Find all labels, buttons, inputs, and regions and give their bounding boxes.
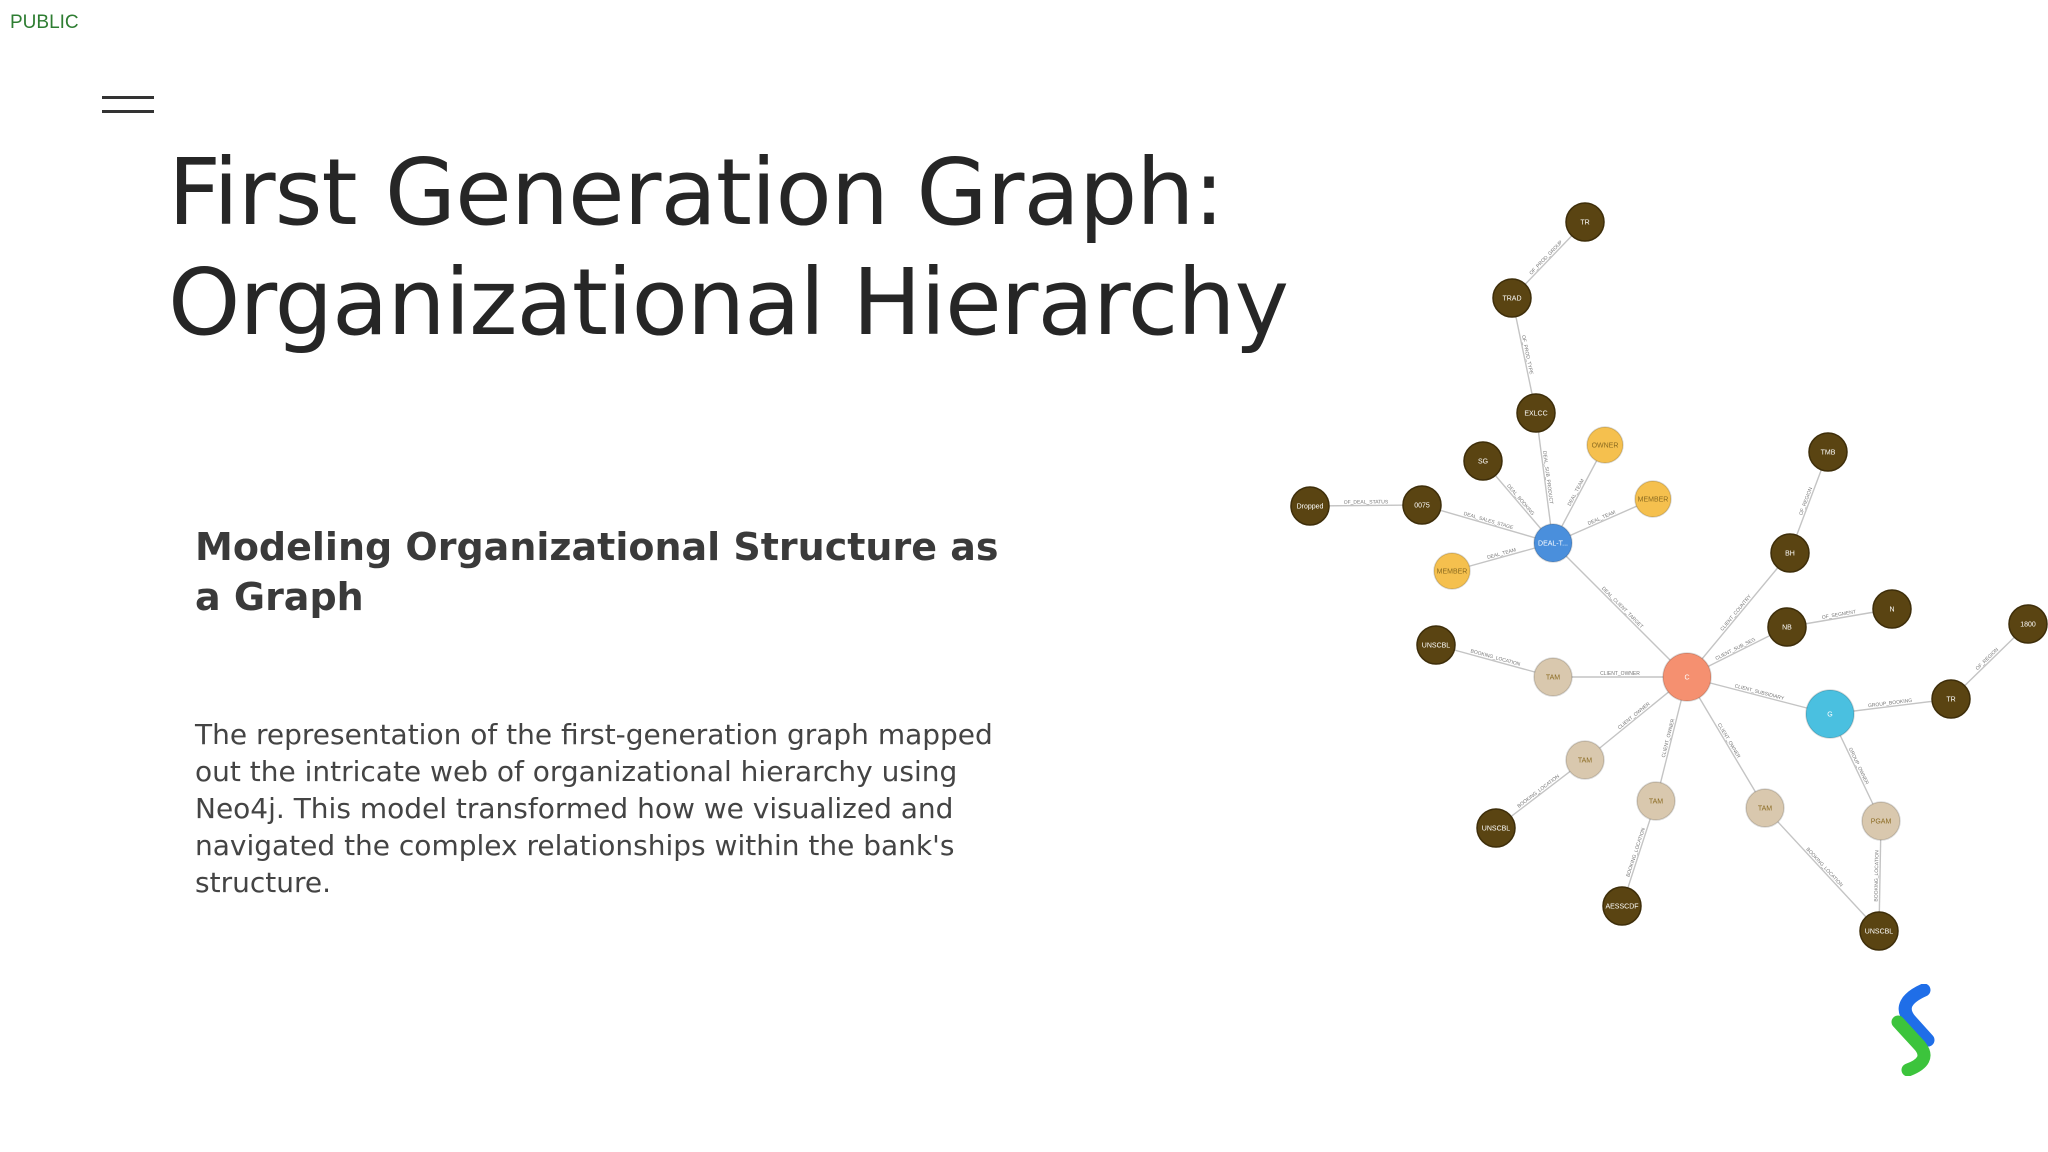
- classification-label: PUBLIC: [10, 12, 79, 33]
- graph-edge-label: CLIENT_OWNER: [1617, 701, 1652, 731]
- graph-edge: [1764, 807, 1880, 932]
- graph-node-label: N: [1889, 607, 1894, 614]
- graph-edge: [1552, 542, 1688, 678]
- graph-edge-label: DEAL_TEAM: [1567, 478, 1586, 507]
- graph-edge-label: GROUP_OWNER: [1847, 747, 1870, 786]
- graph-edge-label: CLIENT_SUB_SEG: [1715, 637, 1757, 662]
- graph-node-label: UNSCBL: [1422, 643, 1451, 650]
- graph-edge-label: GROUP_BOOKING: [1868, 698, 1913, 709]
- graph-edge-label: CLIENT_COUNTRY: [1719, 593, 1753, 632]
- graph-edge-label: CLIENT_OWNER: [1716, 722, 1742, 760]
- graph-node-label: G: [1827, 712, 1832, 719]
- graph-node[interactable]: [1533, 523, 1573, 563]
- graph-edge-label: CLIENT_SUBSIDIARY: [1734, 683, 1785, 702]
- menu-icon-bar-top: [102, 96, 154, 99]
- graph-node-label: 1800: [2020, 622, 2036, 629]
- graph-edge: [1421, 504, 1554, 544]
- graph-edge-label: OF_DEAL_STATUS: [1344, 499, 1389, 505]
- graph-edge: [1535, 412, 1554, 544]
- graph-node-label: EXLCC: [1524, 411, 1547, 418]
- graph-edge: [1686, 676, 1766, 809]
- graph-node[interactable]: [1565, 202, 1605, 242]
- graph-edge: [1435, 644, 1554, 678]
- graph-edge: [1686, 676, 1831, 715]
- graph-node-label: AESSCDF: [1605, 904, 1638, 911]
- graph-node[interactable]: [1805, 689, 1855, 739]
- graph-node-label: UNSCBL: [1865, 929, 1894, 936]
- graph-node[interactable]: [1634, 480, 1672, 518]
- menu-icon[interactable]: [102, 96, 154, 116]
- bank-logo-icon: [1891, 984, 1935, 1076]
- graph-node[interactable]: [1931, 679, 1971, 719]
- org-hierarchy-graph: OF_PROD_GROUP OF_PROD_TYPE DEAL_SUB_PRODUC…: [1290, 202, 2048, 951]
- graph-node[interactable]: [1636, 781, 1676, 821]
- graph-node-label: TR: [1946, 697, 1955, 704]
- graph-edge-label: DEAL_SUB_PRODUCT: [1541, 451, 1554, 505]
- graph-node-label: TRAD: [1502, 296, 1521, 303]
- graph-edge-label: BOOKING_LOCATION: [1874, 850, 1881, 902]
- graph-node[interactable]: [1602, 886, 1642, 926]
- graph-edge-label: OF_REGION: [1975, 647, 2001, 672]
- menu-icon-bar-bottom: [102, 110, 154, 113]
- graph-node-label: UNSCBL: [1482, 826, 1511, 833]
- graph-node-label: TMB: [1821, 450, 1836, 457]
- graph-node[interactable]: [1745, 788, 1785, 828]
- graph-edge: [1686, 552, 1791, 678]
- graph-edge-label: OF_PROD_GROUP: [1528, 239, 1564, 276]
- graph-edge-label: DEAL_SALES_STAGE: [1463, 511, 1515, 531]
- graph-node-label: TAM: [1546, 675, 1560, 682]
- graph-node-label: PGAM: [1871, 819, 1892, 826]
- graph-edge-label: OF_REGION: [1798, 486, 1814, 516]
- graph-node-label: MEMBER: [1437, 569, 1468, 576]
- graph-edge-label: DEAL_TEAM: [1587, 510, 1617, 527]
- graph-node[interactable]: [1767, 607, 1807, 647]
- graph-edge-label: DEAL_CLIENT_TARGET: [1600, 586, 1644, 630]
- graph-edge-label: BOOKING_LOCATION: [1805, 847, 1845, 889]
- graph-node[interactable]: [1433, 552, 1471, 590]
- graph-edge-label: BOOKING_LOCATION: [1470, 648, 1521, 667]
- graph-node[interactable]: [1290, 486, 1330, 526]
- graph-edge-label: BOOKING_LOCATION: [1516, 773, 1561, 809]
- graph-node[interactable]: [1402, 485, 1442, 525]
- graph-node-label: SG: [1478, 459, 1488, 466]
- graph-node-label: 0075: [1414, 503, 1430, 510]
- graph-node[interactable]: [1586, 426, 1624, 464]
- graph-node[interactable]: [1492, 278, 1532, 318]
- slide-title: First Generation Graph: Organizational H…: [168, 138, 1289, 358]
- slide-title-line2: Organizational Hierarchy: [168, 249, 1289, 356]
- graph-node-label: DEAL-T...: [1538, 541, 1568, 548]
- graph-edge-label: DEAL_BOOKING: [1505, 483, 1535, 517]
- graph-node[interactable]: [1662, 652, 1712, 702]
- graph-edge-label: OF_PROD_TYPE: [1520, 335, 1534, 376]
- graph-node[interactable]: [1808, 432, 1848, 472]
- graph-edge-label: CLIENT_OWNER: [1600, 671, 1640, 677]
- graph-node-label: C: [1684, 675, 1689, 682]
- graph-edge-label: DEAL_TEAM: [1487, 547, 1517, 561]
- graph-node[interactable]: [1861, 801, 1901, 841]
- graph-node[interactable]: [1463, 441, 1503, 481]
- graph-node-label: TAM: [1649, 799, 1663, 806]
- graph-node-label: Dropped: [1297, 504, 1324, 511]
- graph-node-label: OWNER: [1592, 443, 1619, 450]
- graph-node[interactable]: [1516, 393, 1556, 433]
- graph-node[interactable]: [1872, 589, 1912, 629]
- slide-subtitle: Modeling Organizational Structure as a G…: [195, 525, 999, 619]
- graph-node-label: TAM: [1758, 806, 1772, 813]
- graph-node[interactable]: [1476, 808, 1516, 848]
- graph-node[interactable]: [2008, 604, 2048, 644]
- graph-node[interactable]: [1859, 911, 1899, 951]
- graph-node-label: TAM: [1578, 758, 1592, 765]
- graph-node-label: TR: [1580, 220, 1589, 227]
- slide-title-line1: First Generation Graph:: [168, 139, 1225, 246]
- graph-node[interactable]: [1770, 533, 1810, 573]
- graph-node-label: NB: [1782, 625, 1792, 632]
- graph-node[interactable]: [1533, 657, 1573, 697]
- graph-edge-label: BOOKING_LOCATION: [1625, 827, 1647, 878]
- graph-node[interactable]: [1565, 740, 1605, 780]
- slide-body-text: The representation of the first-generati…: [195, 718, 993, 899]
- graph-node[interactable]: [1416, 625, 1456, 665]
- graph-node-label: BH: [1785, 551, 1795, 558]
- graph-node-label: MEMBER: [1638, 497, 1669, 504]
- graph-edge-label: OF_SEGMENT: [1822, 609, 1857, 621]
